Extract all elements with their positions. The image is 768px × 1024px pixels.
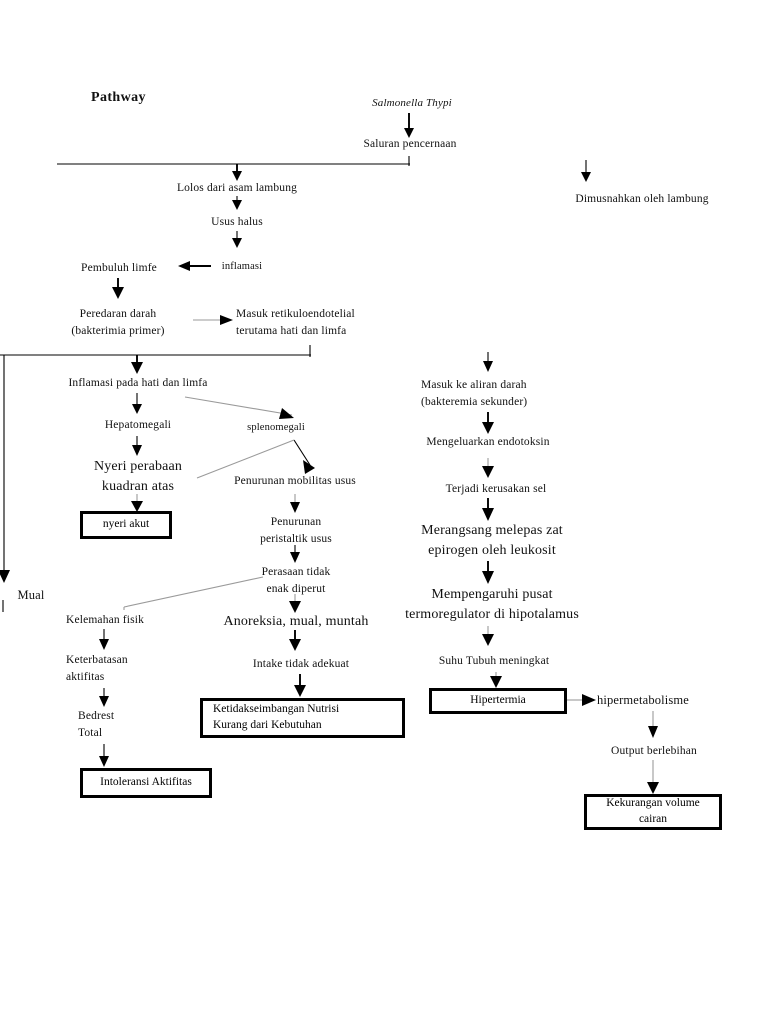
edge-perasaan-to-kelemahan <box>123 576 264 610</box>
node-anoreksia-mual-muntah: Anoreksia, mual, muntah <box>223 614 369 629</box>
node-kelemahan-fisik: Kelemahan fisik <box>66 614 144 626</box>
edge-splenomegali-to-mobilitas <box>293 439 315 474</box>
node-output-berlebihan: Output berlebihan <box>611 745 697 757</box>
edge-salmonella-to-saluran <box>404 113 414 138</box>
node-peredaran-darah: Peredaran darah (bakterimia primer) <box>71 308 165 337</box>
edge-second-distribution-bar <box>0 345 311 357</box>
edge-bar-to-inflamasi-hati <box>131 355 143 374</box>
edge-aliran-to-endotoksin <box>482 412 494 434</box>
edge-inflamasi-to-pembuluhlimfe <box>178 261 211 271</box>
page-title: Pathway <box>91 90 146 105</box>
node-inflamasi: inflamasi <box>221 261 263 272</box>
box-kekurangan-volume-cairan: Kekurangan volume cairan <box>584 794 722 830</box>
node-mengeluarkan-endotoksin: Mengeluarkan endotoksin <box>426 436 550 448</box>
edge-peristaltik-to-perasaan <box>290 545 300 563</box>
edge-suhu-to-hipertermia <box>490 672 502 688</box>
edge-top-distribution-bar <box>57 156 410 166</box>
node-usus-halus: Usus halus <box>211 216 263 228</box>
node-salmonella-thypi: Salmonella Thypi <box>372 97 452 109</box>
edge-hipermetabolisme-to-output <box>648 711 658 738</box>
edge-merangsang-to-mempengaruhi <box>482 561 494 584</box>
edge-to-dimusnahkan <box>581 160 591 182</box>
edge-to-masuk-aliran-darah <box>483 352 493 372</box>
edge-endotoksin-to-kerusakan <box>482 458 494 478</box>
node-intake-tidak-adekuat: Intake tidak adekuat <box>252 658 350 670</box>
node-bedrest-total: Bedrest Total <box>78 710 115 739</box>
node-nyeri-perabaan-kuadran-atas: Nyeri perabaan kuadran atas <box>94 459 182 495</box>
node-splenomegali: splenomegali <box>247 422 305 433</box>
edge-anoreksia-to-intake <box>289 630 301 651</box>
node-perasaan-tidak-enak-diperut: Perasaan tidak enak diperut <box>261 566 331 595</box>
edge-kerusakan-to-merangsang <box>482 498 494 521</box>
box-ketidakseimbangan-nutrisi: Ketidakseimbangan Nutrisi Kurang dari Ke… <box>200 698 405 738</box>
node-penurunan-peristaltik-usus: Penurunan peristaltik usus <box>260 516 332 545</box>
edge-mempengaruhi-to-suhu <box>482 626 494 646</box>
node-hipermetabolisme: hipermetabolisme <box>597 693 689 707</box>
node-pembuluh-limfe: Pembuluh limfe <box>81 262 157 274</box>
node-suhu-tubuh-meningkat: Suhu Tubuh meningkat <box>438 655 550 667</box>
node-inflamasi-pada-hati-dan-limfa: Inflamasi pada hati dan limfa <box>68 377 208 389</box>
node-keterbatasan-aktifitas: Keterbatasan aktifitas <box>66 654 128 683</box>
edge-bedrest-to-intoleransi <box>99 744 109 767</box>
edge-keterbatasan-to-bedrest <box>99 688 109 707</box>
edge-hepatomegali-to-nyeri <box>132 436 142 456</box>
box-hipertermia: Hipertermia <box>429 688 567 714</box>
edge-inflamasihati-to-splenomegali <box>184 396 294 419</box>
node-saluran-pencernaan: Saluran pencernaan <box>363 138 457 150</box>
node-masuk-retikuloendotelial: Masuk retikuloendotelial terutama hati d… <box>236 308 355 337</box>
edge-lolos-to-usushalus <box>232 196 242 210</box>
node-dimusnahkan-oleh-lambung: Dimusnahkan oleh lambung <box>575 193 709 205</box>
node-hepatomegali: Hepatomegali <box>104 419 172 431</box>
node-merangsang-melepas-zat: Merangsang melepas zat epirogen oleh leu… <box>421 523 563 559</box>
node-lolos-dari-asam-lambung: Lolos dari asam lambung <box>176 182 298 194</box>
edge-output-to-kekurangan <box>647 760 659 794</box>
edge-mobilitas-to-peristaltik <box>290 494 300 513</box>
box-intoleransi-aktifitas: Intoleransi Aktifitas <box>80 768 212 798</box>
edge-inflamasihati-to-hepatomegali <box>132 393 142 414</box>
node-mual: Mual <box>17 588 45 602</box>
edge-intake-to-nutrisi <box>294 674 306 697</box>
node-penurunan-mobilitas-usus: Penurunan mobilitas usus <box>234 475 356 487</box>
edge-kelemahan-to-keterbatasan <box>99 629 109 650</box>
box-nyeri-akut: nyeri akut <box>80 511 172 539</box>
edge-hipertermia-to-hipermetabolisme <box>567 694 596 706</box>
node-terjadi-kerusakan-sel: Terjadi kerusakan sel <box>445 483 547 495</box>
edge-usushalus-to-inflamasi <box>232 231 242 248</box>
edge-bar-to-lolos <box>232 164 242 181</box>
edge-peredaran-to-retikulo <box>193 315 233 325</box>
edge-pembuluhlimfe-to-peredaran <box>112 278 124 299</box>
node-masuk-ke-aliran-darah: Masuk ke aliran darah (bakteremia sekund… <box>421 379 528 408</box>
edge-left-branch-to-mual <box>0 355 10 612</box>
node-mempengaruhi-pusat-termoregulator: Mempengaruhi pusat termoregulator di hip… <box>405 587 579 623</box>
